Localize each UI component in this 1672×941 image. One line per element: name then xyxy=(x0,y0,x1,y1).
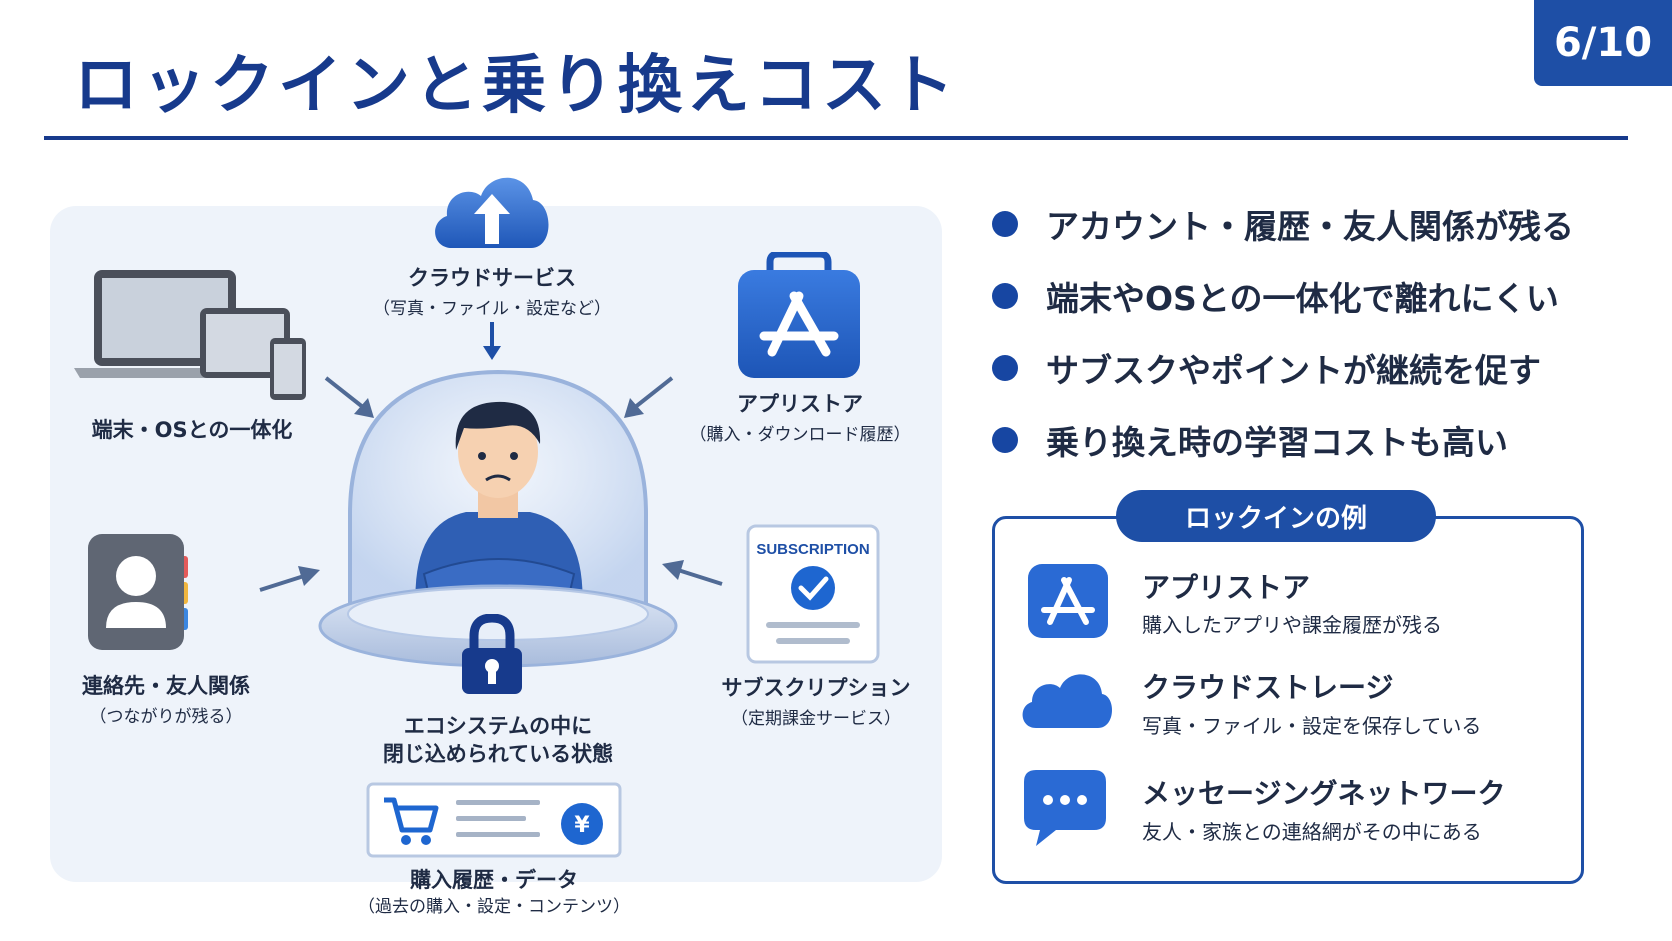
padlock-icon xyxy=(462,614,522,694)
subscription-label: サブスクリプション xyxy=(721,676,911,700)
bullet-text: サブスクやポイントが継続を促す xyxy=(1046,351,1541,390)
purchase-label: 購入履歴・データ xyxy=(410,868,578,892)
bullet-item: 端末やOSとの一体化で離れにくい xyxy=(992,260,1574,332)
cloud-upload-icon xyxy=(435,177,549,248)
subscription-card-text: SUBSCRIPTION xyxy=(756,541,869,558)
app-store-icon xyxy=(738,252,860,378)
arrow-left-down-icon xyxy=(624,376,674,418)
bullet-dot xyxy=(992,211,1018,237)
contacts-sublabel: （つながりが残る） xyxy=(89,707,243,727)
example-desc: 写真・ファイル・設定を保存している xyxy=(1142,714,1482,738)
subscription-card-icon: SUBSCRIPTION xyxy=(746,524,880,664)
example-desc: 友人・家族との連絡網がその中にある xyxy=(1142,820,1482,844)
bullet-list: アカウント・履歴・友人関係が残る 端末やOSとの一体化で離れにくい サブスクやポ… xyxy=(992,188,1574,476)
example-title: メッセージングネットワーク xyxy=(1142,777,1506,810)
yen-icon: ¥ xyxy=(574,813,590,838)
appstore-sublabel: （購入・ダウンロード履歴） xyxy=(689,425,911,445)
example-desc: 購入したアプリや課金履歴が残る xyxy=(1142,613,1442,637)
bullet-dot xyxy=(992,283,1018,309)
cloud-sublabel: （写真・ファイル・設定など） xyxy=(373,299,611,319)
cloud-icon xyxy=(1022,674,1113,728)
contacts-label: 連絡先・友人関係 xyxy=(82,674,250,698)
arrow-left-icon xyxy=(662,560,723,586)
devices-icon xyxy=(74,270,306,400)
devices-label: 端末・OSとの一体化 xyxy=(91,418,293,442)
purchase-history-card: ¥ xyxy=(366,782,622,858)
page-number-badge: 6/10 xyxy=(1534,0,1672,86)
bullet-dot xyxy=(992,355,1018,381)
subscription-sublabel: （定期課金サービス） xyxy=(731,709,901,729)
bullet-item: 乗り換え時の学習コストも高い xyxy=(992,404,1574,476)
cloud-label: クラウドサービス xyxy=(408,266,576,290)
example-title: クラウドストレージ xyxy=(1142,671,1394,704)
page-title: ロックインと乗り換えコスト xyxy=(74,49,958,123)
glass-dome-illustration xyxy=(318,369,678,668)
contacts-book-icon xyxy=(88,534,188,650)
example-title: アプリストア xyxy=(1142,571,1311,604)
bullet-dot xyxy=(992,427,1018,453)
arrow-right-icon xyxy=(259,566,320,592)
bullet-text: 乗り換え時の学習コストも高い xyxy=(1046,423,1508,462)
bullet-text: 端末やOSとの一体化で離れにくい xyxy=(1046,279,1559,318)
center-label-line2: 閉じ込められている状態 xyxy=(382,742,614,766)
arrow-down-icon xyxy=(483,322,501,360)
bullet-item: サブスクやポイントが継続を促す xyxy=(992,332,1574,404)
bullet-text: アカウント・履歴・友人関係が残る xyxy=(1046,207,1574,246)
bullet-item: アカウント・履歴・友人関係が残る xyxy=(992,188,1574,260)
chat-bubble-icon xyxy=(1024,770,1106,846)
lockin-examples-tag: ロックインの例 xyxy=(1116,490,1436,542)
arrow-right-down-icon xyxy=(324,376,374,418)
center-label-line1: エコシステムの中に xyxy=(403,714,593,738)
app-store-icon xyxy=(1028,564,1108,638)
purchase-sublabel: （過去の購入・設定・コンテンツ） xyxy=(358,897,630,917)
appstore-label: アプリストア xyxy=(737,392,863,416)
shopping-cart-icon xyxy=(384,797,439,845)
title-divider xyxy=(44,136,1628,140)
